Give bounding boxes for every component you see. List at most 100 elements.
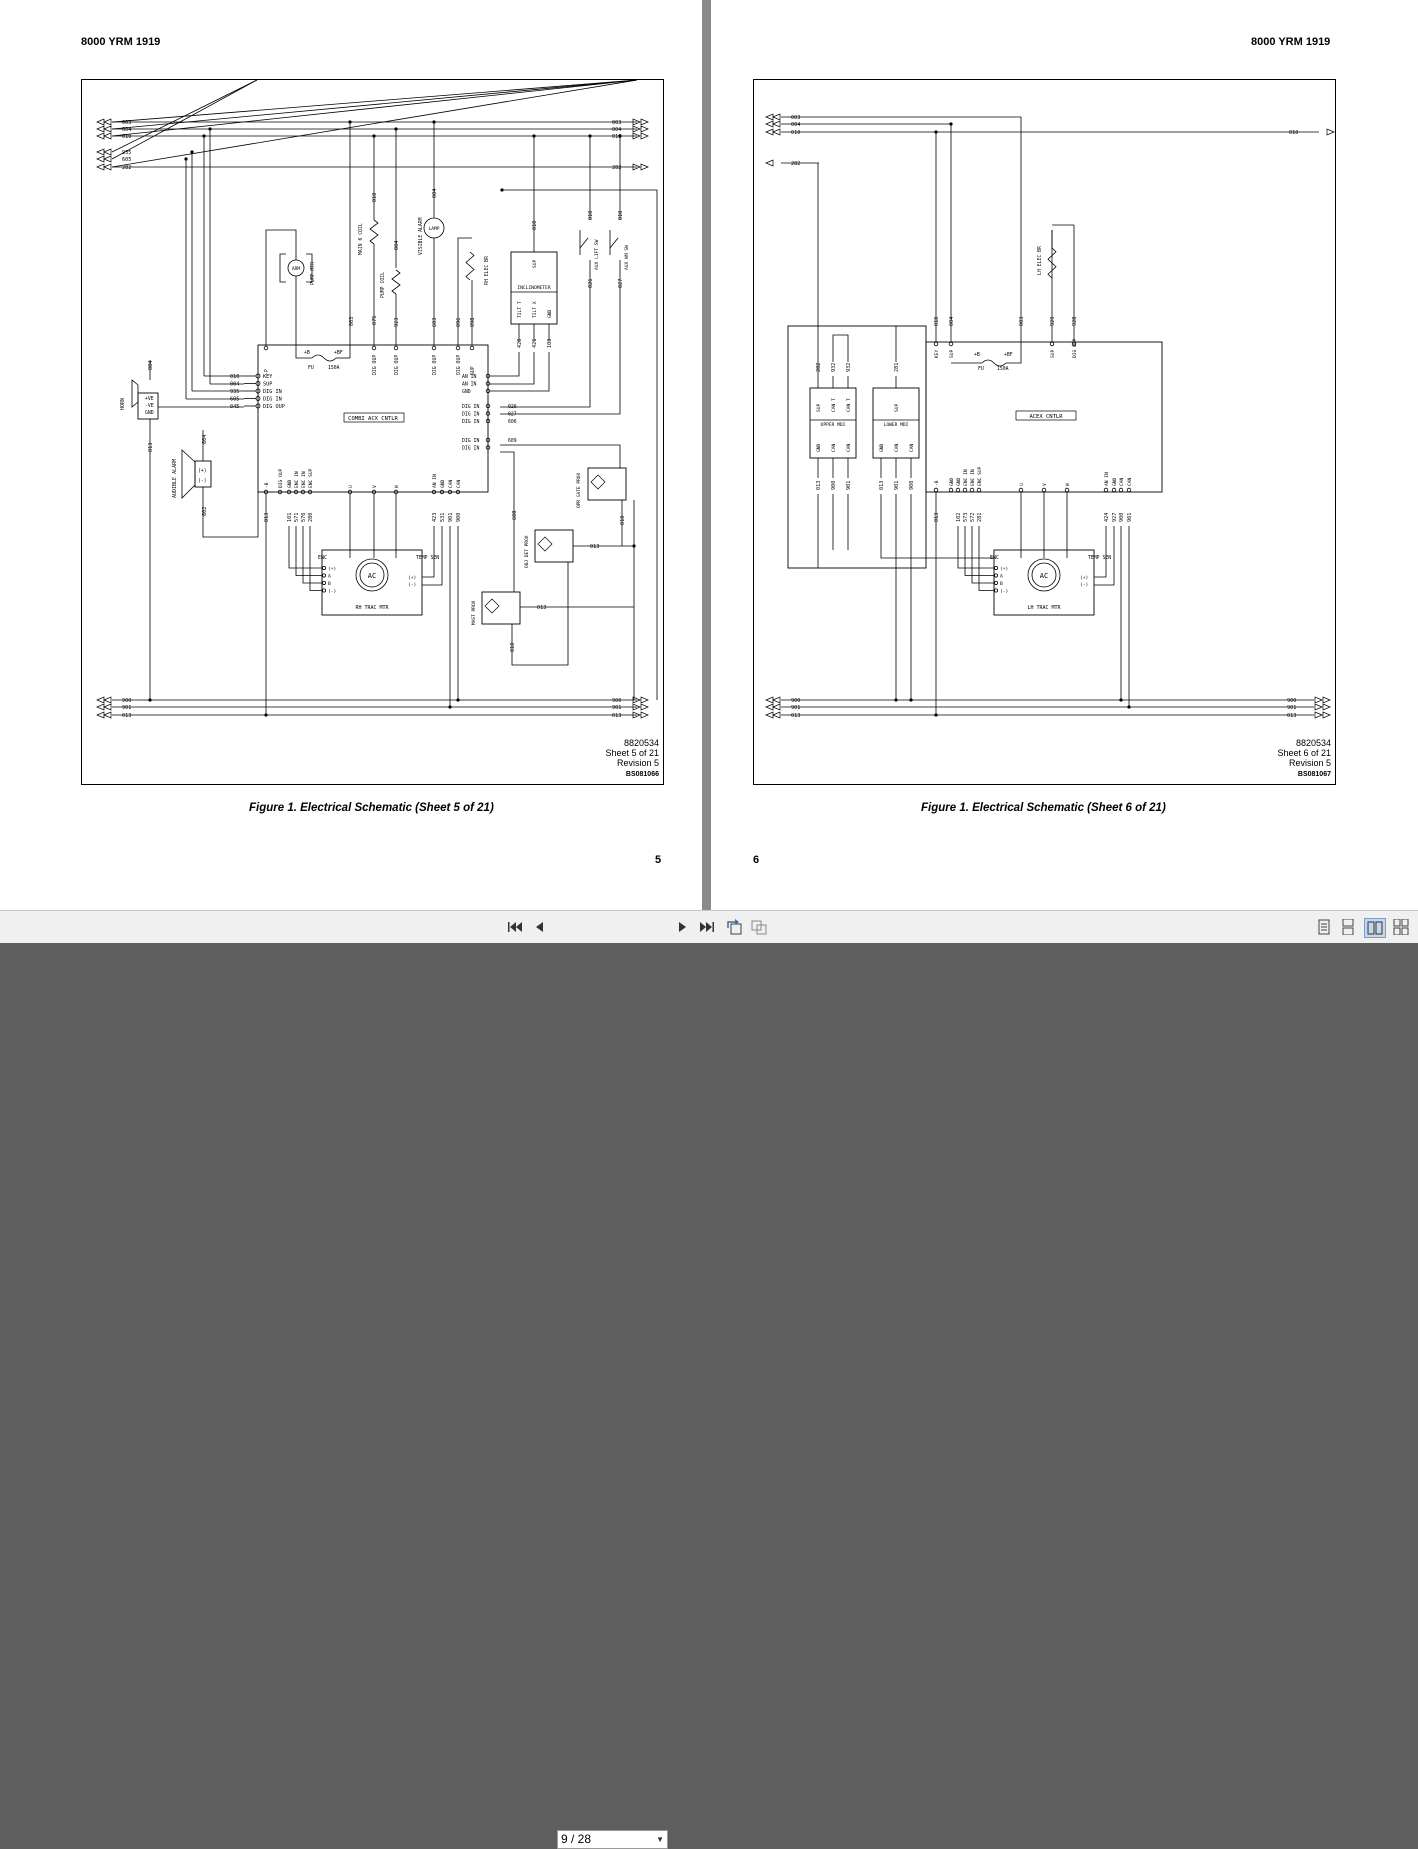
component-label: VISIBLE ALARM — [418, 217, 424, 255]
pin-label: DIG OUP — [372, 355, 378, 375]
horn-box — [137, 392, 159, 420]
pin-label: SUP — [532, 259, 538, 268]
wire-label: 609 — [508, 438, 517, 444]
ac-motor-symbol — [1027, 558, 1061, 592]
junction-dot — [934, 130, 938, 134]
wire-label: 531 — [440, 513, 446, 522]
connector-arrow — [1314, 711, 1323, 719]
wire-label: 604 — [202, 435, 208, 444]
first-page-icon[interactable] — [506, 919, 524, 935]
junction-dot — [348, 120, 352, 124]
chevron-down-icon[interactable]: ▼ — [656, 1835, 664, 1844]
drawing-code: BS081067 — [1297, 771, 1331, 778]
junction-dot — [1119, 698, 1123, 702]
wire-label: 010 — [618, 211, 624, 220]
wire-label: 003 — [612, 120, 621, 126]
controller-pin — [286, 489, 292, 495]
pin-label: DIG IN — [462, 446, 479, 452]
wire-label: 013 — [879, 481, 885, 490]
pin-label: LAMP — [429, 226, 440, 232]
page-number: 5 — [655, 854, 662, 866]
pin-label: FU — [308, 365, 314, 371]
connector-arrow — [96, 155, 105, 163]
page-number-input[interactable]: 9 / 28 ▼ — [557, 1830, 668, 1849]
connector-arrow — [765, 159, 774, 167]
controller-pin — [371, 345, 377, 351]
wire-label: 096 — [456, 318, 462, 327]
pin-label: KEY — [263, 374, 273, 380]
wire — [111, 80, 638, 168]
controller-pin — [1126, 487, 1132, 493]
component-label: RH TRAC MTR — [355, 605, 389, 611]
connector-arrow — [765, 696, 774, 704]
pin-label: AN IN — [1104, 472, 1110, 486]
rotate-alt-icon[interactable] — [750, 919, 768, 935]
controller-pin — [371, 489, 377, 495]
wire-label: 003 — [122, 120, 131, 126]
wire-label: 929 — [1050, 317, 1056, 326]
component-label: HORN — [120, 398, 126, 410]
junction-dot — [500, 188, 504, 192]
next-page-icon[interactable] — [676, 919, 690, 935]
prox-icon — [484, 598, 500, 614]
pin-label: ENC IN — [970, 469, 976, 486]
controller-pin — [485, 418, 491, 424]
pin-label: DIG IN — [462, 438, 479, 444]
motor-pin — [993, 588, 998, 593]
pin-label: -B — [934, 480, 940, 486]
pin-label: TILT X — [532, 301, 538, 318]
component-label: TEMP SEN — [1088, 555, 1111, 561]
pin-label: DIG IN — [263, 389, 282, 395]
two-page-continuous-icon[interactable] — [1392, 919, 1410, 935]
wire-label: 010 — [934, 317, 940, 326]
wire-path — [964, 526, 994, 576]
wire-label: 570 — [301, 513, 307, 522]
connector-arrow — [640, 118, 649, 126]
last-page-icon[interactable] — [698, 919, 716, 935]
controller-pin — [1103, 487, 1109, 493]
pin-label: DIG OUP — [456, 355, 462, 375]
wire-path — [880, 494, 994, 559]
component-label: AUX WM SW — [624, 245, 630, 270]
wire-path — [511, 562, 569, 666]
connector-arrow — [632, 118, 641, 126]
figure-caption: Figure 1. Electrical Schematic (Sheet 6 … — [921, 802, 1166, 814]
pump-motor-bracket — [306, 253, 313, 283]
two-page-icon[interactable] — [1364, 918, 1386, 938]
obj-det-prox-box — [534, 529, 574, 563]
pin-label: GND — [145, 410, 154, 416]
connector-arrow — [96, 163, 105, 171]
opr-gate-prox-box — [587, 467, 627, 501]
wire-path — [500, 451, 515, 592]
single-page-icon[interactable] — [1316, 919, 1332, 935]
wire-label: 013 — [816, 481, 822, 490]
junction-dot — [372, 134, 376, 138]
switch-symbol — [579, 230, 589, 255]
rotate-icon[interactable] — [725, 919, 743, 935]
wire-label: 282 — [612, 165, 621, 171]
pin-label: ENC IN — [963, 469, 969, 486]
wire-label: 075 — [372, 316, 378, 325]
wire-label: 900 — [122, 698, 131, 704]
pin-label: GND — [816, 443, 822, 452]
pin-label: 150A — [997, 366, 1009, 372]
connector-arrow — [632, 132, 641, 140]
continuous-icon[interactable] — [1340, 919, 1356, 935]
wire-label: 900 — [612, 698, 621, 704]
prev-page-icon[interactable] — [532, 919, 546, 935]
sheet-number: Sheet 5 of 21 — [605, 748, 659, 758]
connector-arrow — [103, 711, 112, 719]
wire-label: 010 — [532, 221, 538, 230]
connector-arrow — [632, 711, 641, 719]
controller-pin — [955, 487, 961, 493]
component-label: MAST PROX — [471, 600, 477, 625]
controller-pin — [393, 489, 399, 495]
wire-label: 098 — [470, 318, 476, 327]
wire-label: 013 — [934, 513, 940, 522]
alarm-icon — [181, 449, 196, 499]
wire-path — [500, 444, 621, 468]
controller-pin — [969, 487, 975, 493]
wire-path — [422, 526, 443, 586]
pin-label: (+) — [328, 566, 336, 572]
